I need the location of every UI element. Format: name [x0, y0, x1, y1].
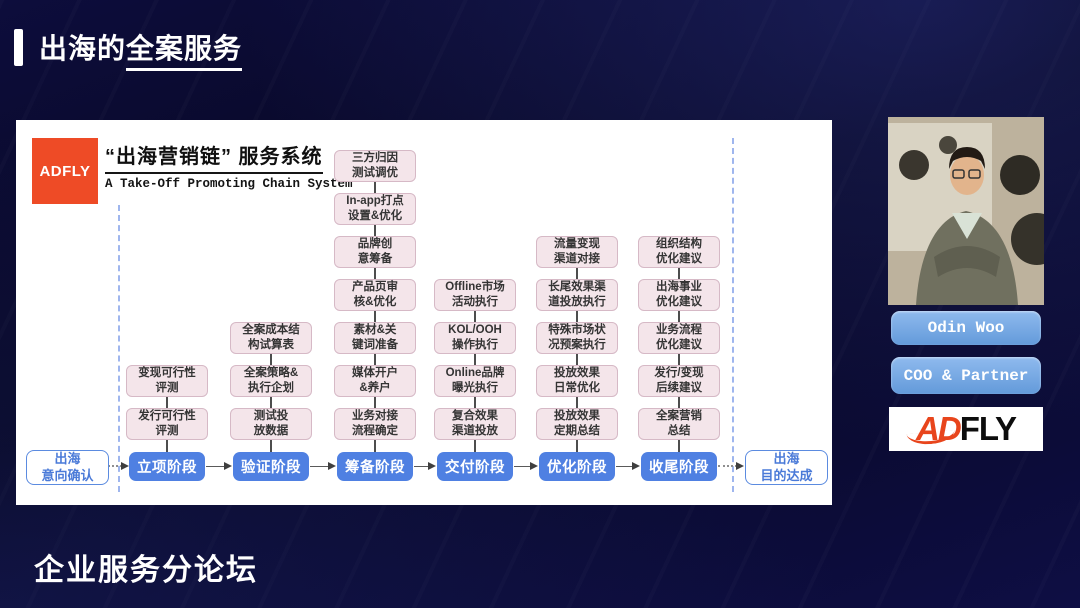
speaker-role-badge: COO & Partner	[891, 357, 1041, 394]
service-item: 长尾效果渠 道投放执行	[536, 279, 618, 311]
service-item: 业务流程 优化建议	[638, 322, 720, 354]
service-item: 素材&关 键词准备	[334, 322, 416, 354]
service-item: 特殊市场状 况预案执行	[536, 322, 618, 354]
service-item: 品牌创 意筹备	[334, 236, 416, 268]
service-item: 测试投 放数据	[230, 408, 312, 440]
service-item: 三方归因 测试调优	[334, 150, 416, 182]
end-node: 出海 目的达成	[745, 450, 828, 485]
service-item: 流量变现 渠道对接	[536, 236, 618, 268]
service-item: 投放效果 定期总结	[536, 408, 618, 440]
service-item: 业务对接 流程确定	[334, 408, 416, 440]
system-title: “出海营销链” 服务系统	[105, 140, 323, 174]
service-item: Offline市场 活动执行	[434, 279, 516, 311]
right-divider-dashed	[732, 138, 734, 492]
arrow-right-icon	[718, 459, 744, 473]
page-title-emphasis: 全案服务	[126, 33, 243, 71]
adfly-logo-text: ADFLY	[39, 162, 91, 180]
service-item: 全案策略& 执行企划	[230, 365, 312, 397]
system-subtitle: A Take-Off Promoting Chain System	[105, 177, 353, 191]
service-item: KOL/OOH 操作执行	[434, 322, 516, 354]
arrow-right-icon	[514, 459, 538, 473]
adfly-logo-ad: AD	[916, 410, 962, 447]
start-node: 出海 意向确认	[26, 450, 109, 485]
service-system-panel: ADFLY “出海营销链” 服务系统 A Take-Off Promoting …	[16, 120, 832, 505]
speaker-photo	[888, 117, 1044, 305]
service-item: 发行可行性 评测	[126, 408, 208, 440]
service-item: 全案成本结 构试算表	[230, 322, 312, 354]
service-item: In-app打点 设置&优化	[334, 193, 416, 225]
service-item: 媒体开户 &养户	[334, 365, 416, 397]
service-item: 出海事业 优化建议	[638, 279, 720, 311]
adfly-brand-logo: AD FLY	[889, 407, 1043, 451]
page-title: 出海的全案服务	[39, 27, 243, 71]
arrow-right-icon	[616, 459, 640, 473]
page-title-prefix: 出海的	[39, 33, 127, 64]
stage-box-lixiang: 立项阶段	[129, 452, 205, 481]
stage-box-shouwei: 收尾阶段	[641, 452, 717, 481]
stage-box-choubei: 筹备阶段	[337, 452, 413, 481]
system-heading: “出海营销链” 服务系统 A Take-Off Promoting Chain …	[105, 140, 353, 191]
adfly-logo-square: ADFLY	[32, 138, 98, 204]
stage-box-jiaofu: 交付阶段	[437, 452, 513, 481]
service-item: 全案营销 总结	[638, 408, 720, 440]
adfly-logo-fly: FLY	[959, 410, 1017, 447]
footer-title: 企业服务分论坛	[34, 554, 258, 587]
service-item: Online品牌 曝光执行	[434, 365, 516, 397]
service-item: 复合效果 渠道投放	[434, 408, 516, 440]
arrow-right-icon	[206, 459, 232, 473]
service-item: 组织结构 优化建议	[638, 236, 720, 268]
service-item: 变现可行性 评测	[126, 365, 208, 397]
service-item: 投放效果 日常优化	[536, 365, 618, 397]
title-accent-bar	[14, 28, 23, 66]
slide-header: 出海的全案服务	[14, 27, 243, 71]
arrow-right-icon	[108, 459, 129, 473]
arrow-right-icon	[414, 459, 436, 473]
service-item: 发行/变现 后续建议	[638, 365, 720, 397]
stage-box-youhua: 优化阶段	[539, 452, 615, 481]
speaker-name-badge: Odin Woo	[891, 311, 1041, 345]
left-divider-dashed	[118, 205, 120, 492]
service-item: 产品页审 核&优化	[334, 279, 416, 311]
stage-box-yanzheng: 验证阶段	[233, 452, 309, 481]
arrow-right-icon	[310, 459, 336, 473]
